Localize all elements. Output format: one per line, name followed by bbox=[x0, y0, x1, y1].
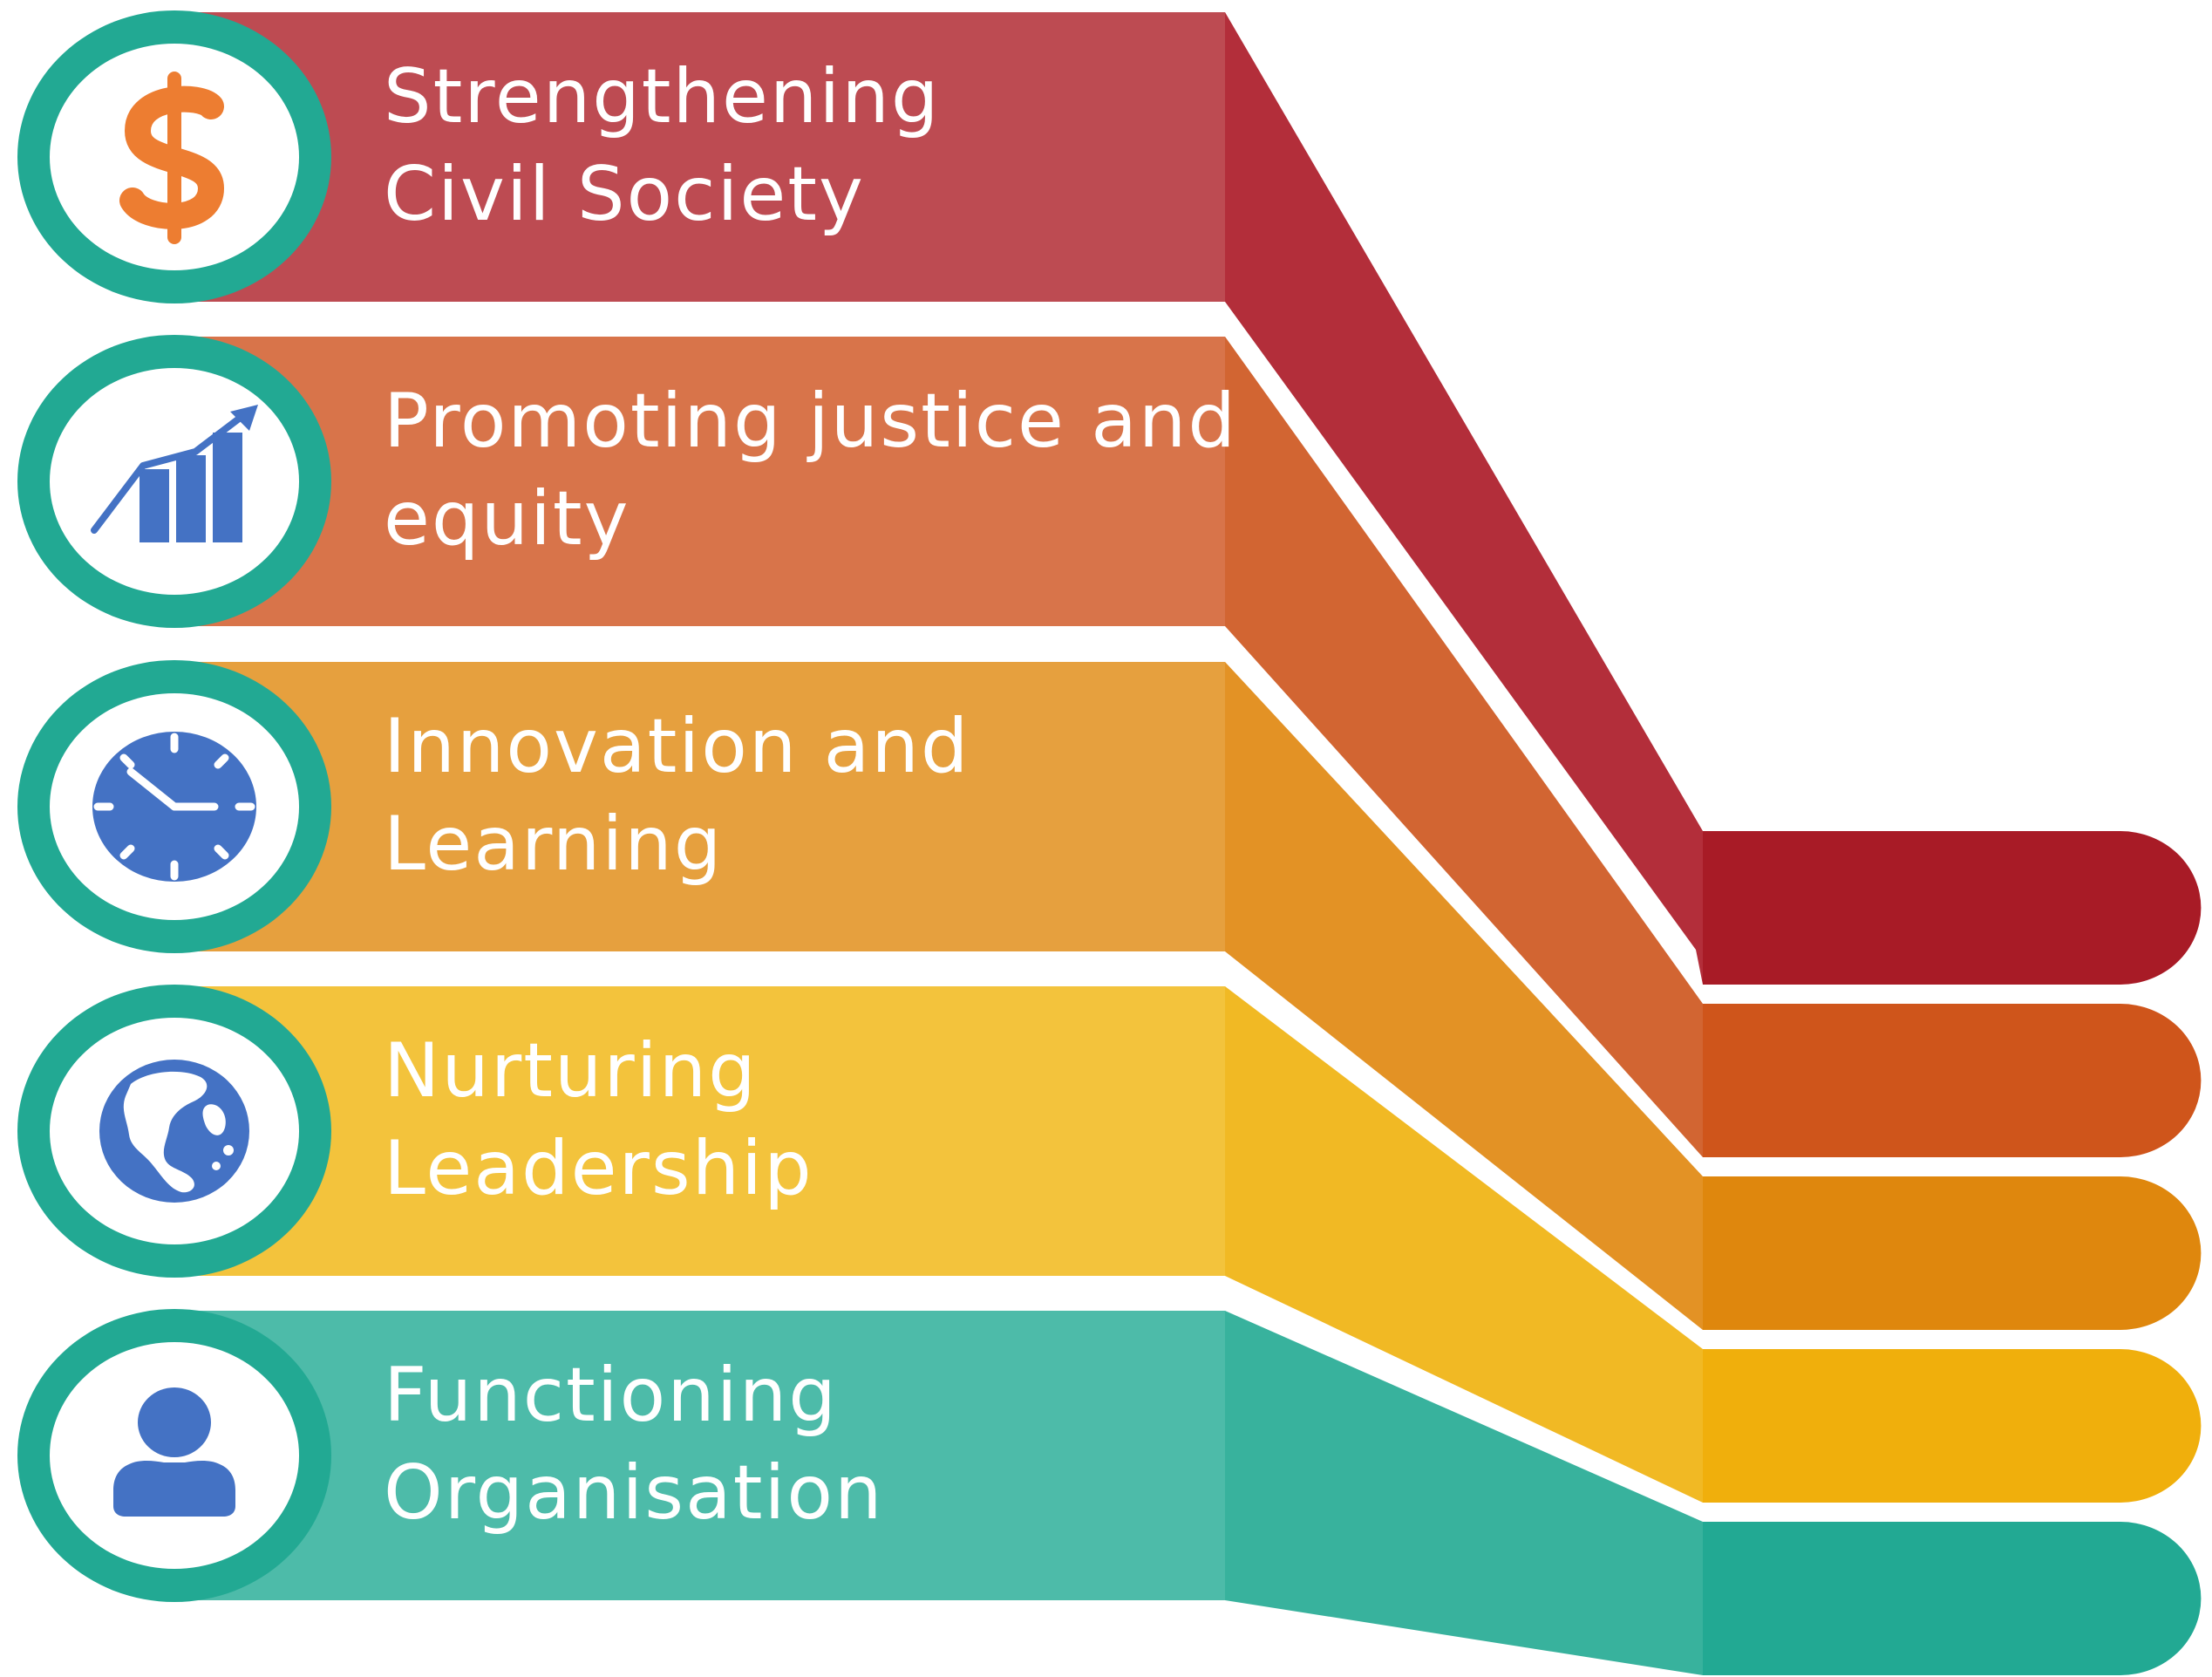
promoting-justice-and-equity-tab bbox=[1703, 1004, 2202, 1157]
innovation-and-learning-band bbox=[170, 662, 1225, 951]
promoting-justice-and-equity-label: Promoting justice and equity bbox=[384, 373, 1237, 569]
growth-chart-icon bbox=[91, 405, 258, 542]
innovation-and-learning-label-line: Learning bbox=[384, 800, 724, 888]
promoting-justice-and-equity-band bbox=[170, 337, 1225, 626]
strengthening-civil-society-band bbox=[170, 12, 1225, 302]
dollar-sign-icon bbox=[119, 72, 225, 244]
nurturing-leadership-connector bbox=[1225, 986, 1703, 1503]
clock-icon bbox=[92, 732, 256, 882]
nurturing-leadership-band bbox=[170, 986, 1225, 1276]
nurturing-leadership-label-line: Nurturing bbox=[384, 1027, 758, 1115]
strengthening-civil-society-label-line: Strengthening bbox=[384, 53, 941, 140]
strengthening-civil-society-label-line: Civil Society bbox=[384, 150, 865, 238]
person-icon bbox=[113, 1387, 235, 1517]
innovation-and-learning-connector bbox=[1225, 662, 1703, 1330]
nurturing-leadership-label-line: Leadership bbox=[384, 1124, 813, 1212]
functioning-organisation-label-line: Functioning bbox=[384, 1352, 838, 1439]
functioning-organisation-label-line: Organisation bbox=[384, 1449, 884, 1537]
globe-icon bbox=[99, 1060, 249, 1203]
innovation-and-learning-tab bbox=[1703, 1176, 2202, 1330]
innovation-and-learning-label-line: Innovation and bbox=[384, 703, 970, 790]
strengthening-civil-society-tab bbox=[1703, 831, 2202, 985]
functioning-organisation-band bbox=[170, 1311, 1225, 1600]
promoting-justice-and-equity-label-line: Promoting justice and bbox=[384, 378, 1238, 465]
strengthening-civil-society-connector bbox=[1225, 12, 1703, 985]
nurturing-leadership-tab bbox=[1703, 1349, 2202, 1503]
promoting-justice-and-equity-icon-circle bbox=[50, 368, 299, 595]
functioning-organisation-tab bbox=[1703, 1522, 2202, 1675]
functioning-organisation-connector bbox=[1225, 1311, 1703, 1675]
promoting-justice-and-equity-label-line: equity bbox=[384, 474, 630, 562]
promoting-justice-and-equity-connector bbox=[1225, 337, 1703, 1157]
